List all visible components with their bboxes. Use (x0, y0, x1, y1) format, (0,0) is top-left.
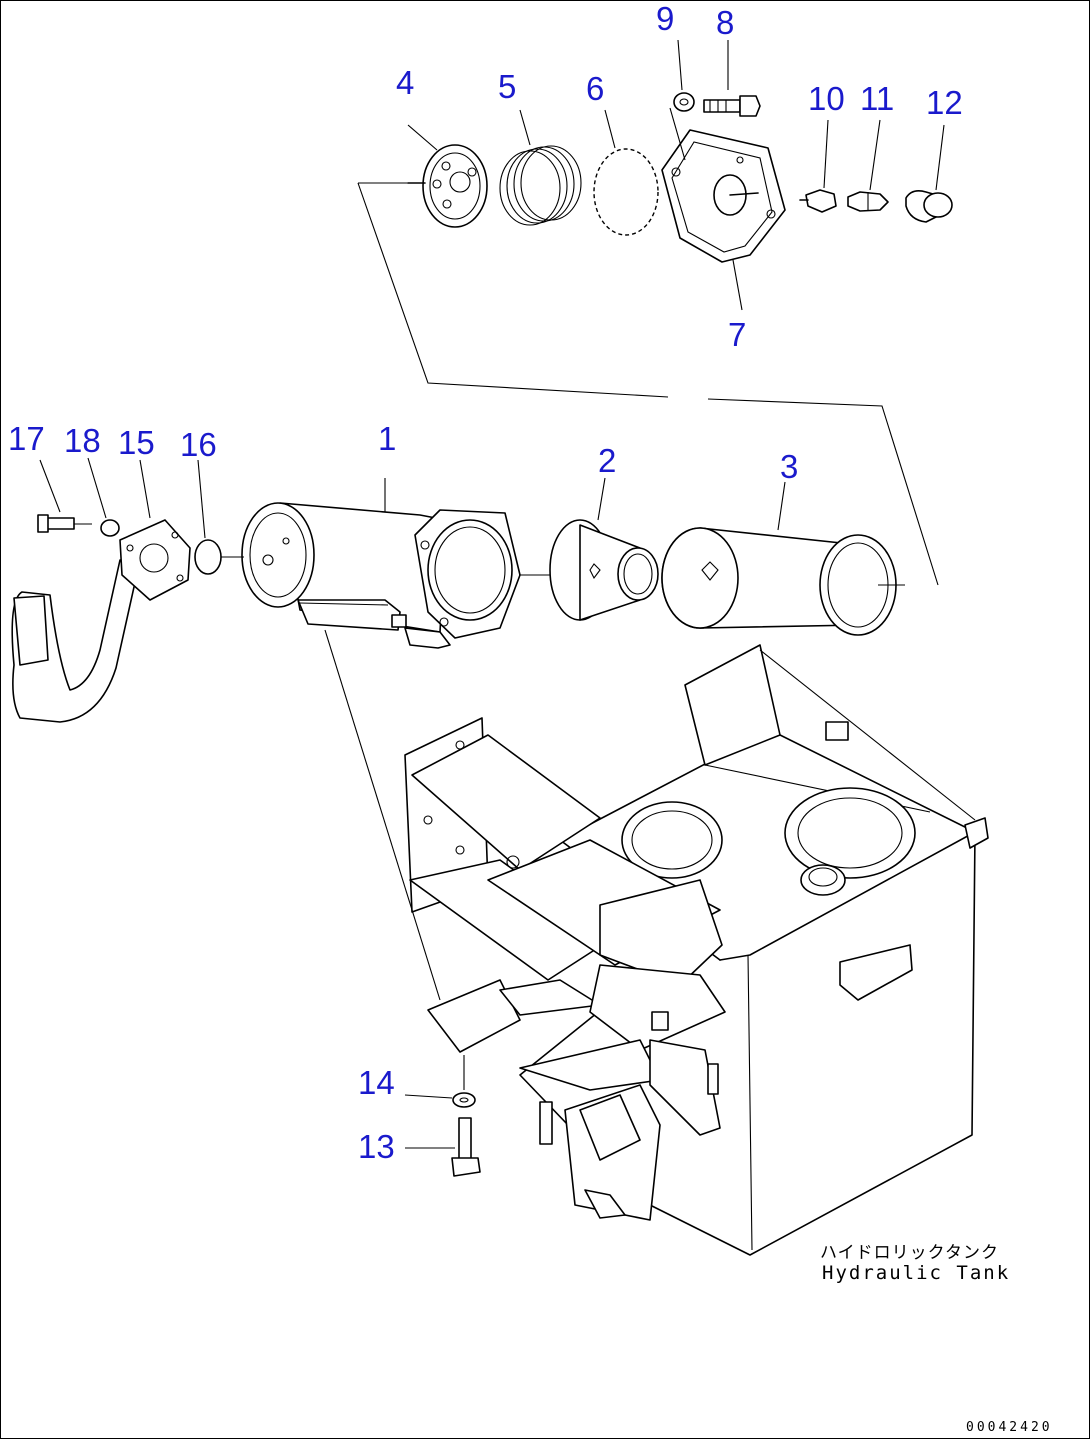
callout-1: 1 (378, 420, 397, 457)
pipe-flange-group-parts-15-18 (11, 457, 244, 723)
tank-label-english: Hydraulic Tank (822, 1262, 1011, 1284)
elbow-part-10 (799, 119, 837, 213)
drawing-code: 00042420 (966, 1420, 1053, 1435)
callout-3: 3 (780, 448, 799, 485)
mount-bolt-part-13 (405, 1117, 481, 1177)
spring-part-5 (499, 109, 582, 226)
callout-13: 13 (358, 1128, 395, 1165)
connector-part-11 (847, 119, 889, 212)
element-holder-part-2 (549, 477, 659, 621)
callout-6: 6 (586, 70, 605, 107)
callout-8: 8 (716, 4, 735, 41)
cap-part-12 (905, 124, 953, 223)
o-ring-part-6 (593, 109, 659, 236)
callout-11: 11 (860, 80, 895, 117)
mount-washer-part-14 (404, 1055, 476, 1108)
callout-2: 2 (598, 442, 617, 479)
callout-18: 18 (64, 422, 101, 459)
callout-10: 10 (808, 80, 845, 117)
callout-4: 4 (396, 64, 415, 101)
callout-9: 9 (656, 0, 675, 37)
callout-17: 17 (8, 420, 45, 457)
callout-5: 5 (498, 68, 517, 105)
callout-15: 15 (118, 424, 155, 461)
cover-part-7 (661, 129, 786, 311)
callout-16: 16 (180, 426, 217, 463)
callout-7: 7 (728, 316, 747, 353)
washer-part-9 (669, 39, 695, 161)
tank-label-japanese: ハイドロリックタンク (820, 1243, 999, 1263)
hydraulic-tank (324, 629, 989, 1256)
callout-12: 12 (926, 84, 963, 121)
callout-14: 14 (358, 1064, 395, 1101)
filter-element-part-3 (661, 481, 905, 636)
filter-case-part-1 (241, 478, 550, 649)
valve-plate-part-4 (407, 124, 488, 228)
bolt-part-8 (703, 40, 761, 117)
